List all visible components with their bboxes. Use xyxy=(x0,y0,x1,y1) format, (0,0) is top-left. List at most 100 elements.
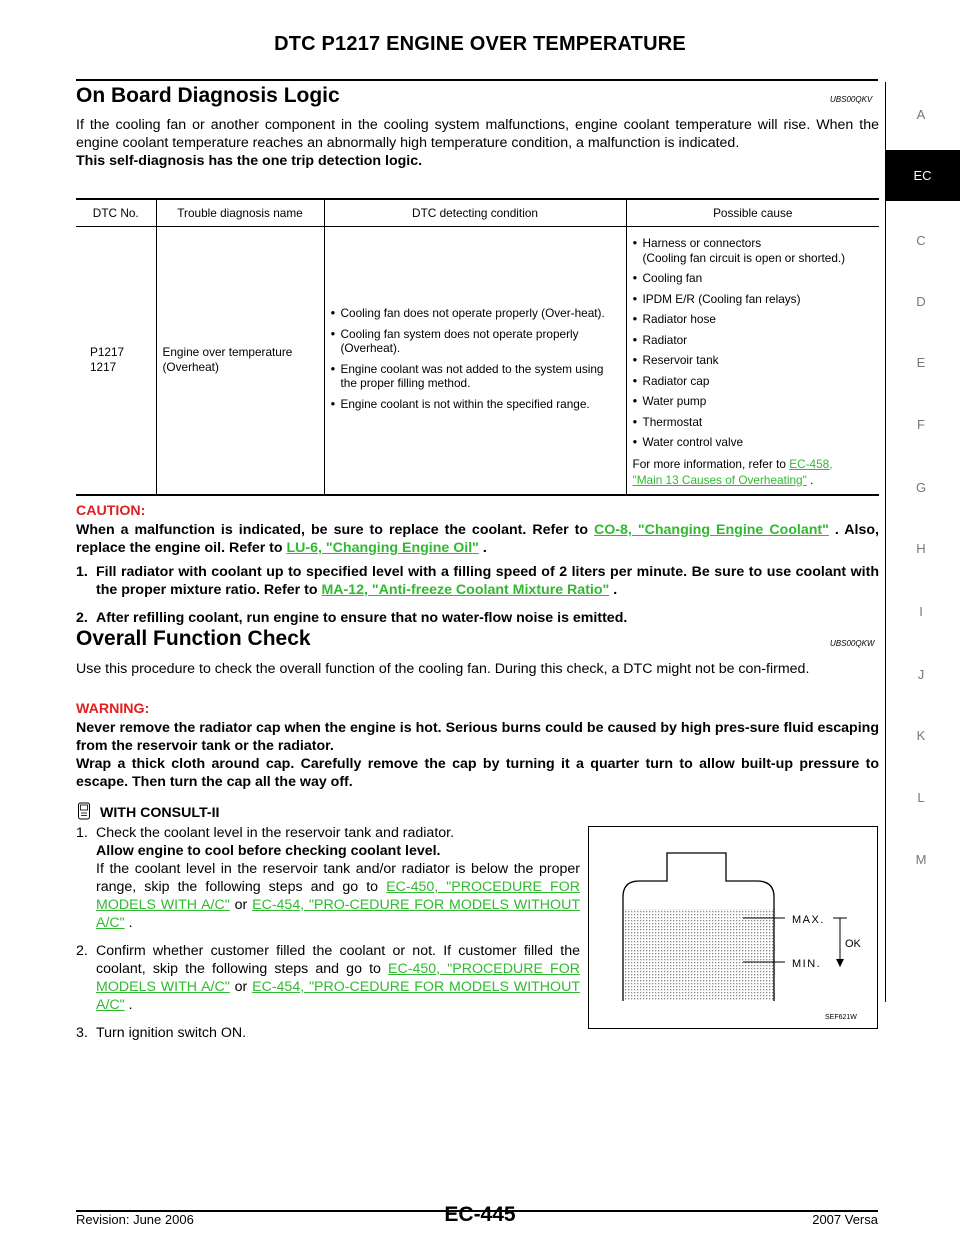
list-item: Water pump xyxy=(633,394,874,409)
list-item: Water control valve xyxy=(633,435,874,450)
possible-cause-cell: Harness or connectors(Cooling fan circui… xyxy=(625,226,879,496)
reservoir-figure: MAX. MIN. OK SEF621W xyxy=(588,826,878,1029)
list-item: 2. After refilling coolant, run engine t… xyxy=(76,609,879,627)
link-ec-450[interactable]: EC-450, "PROCEDURE FOR MODELS WITH A/C" xyxy=(96,879,580,913)
footer-model: 2007 Versa xyxy=(812,1212,878,1227)
step-number: 1. xyxy=(76,825,88,841)
diagnosis-name-cell: Engine over temperature (Overheat) xyxy=(155,226,324,496)
warning-sentence-1: Never remove the radiator cap when the e… xyxy=(76,720,879,754)
step-text: Check the coolant level in the reservoir… xyxy=(96,825,455,841)
side-tab-l[interactable]: L xyxy=(917,790,925,805)
section-heading-overall-function: Overall Function Check xyxy=(76,627,311,650)
consult-icon xyxy=(76,802,92,824)
link-ma-12[interactable]: MA-12, "Anti-freeze Coolant Mixture Rati… xyxy=(321,582,610,598)
step-text: Turn ignition switch ON. xyxy=(96,1025,247,1041)
list-item: Thermostat xyxy=(633,415,874,430)
dtc-code-short: 1217 xyxy=(90,360,117,375)
side-tab-f[interactable]: F xyxy=(917,417,925,432)
side-tab-i[interactable]: I xyxy=(919,604,923,619)
consult-label: WITH CONSULT-II xyxy=(99,804,220,821)
page-number: EC-445 xyxy=(444,1203,516,1226)
warning-sentence-2: Wrap a thick cloth around cap. Carefully… xyxy=(76,756,879,790)
reservoir-tank-diagram: MAX. MIN. OK SEF621W xyxy=(622,852,862,1021)
side-tab-m[interactable]: M xyxy=(915,852,927,867)
caution-sentence-1: When a malfunction is indicated, be sure… xyxy=(76,522,589,538)
more-info-period: . xyxy=(810,472,814,487)
footer-rule xyxy=(76,1210,878,1212)
link-lu-6[interactable]: LU-6, "Changing Engine Oil" xyxy=(286,540,479,556)
link-ec-450[interactable]: EC-450, "PROCEDURE FOR MODELS WITH A/C" xyxy=(96,961,580,995)
list-item: 1. Check the coolant level in the reserv… xyxy=(76,824,580,932)
list-item: IPDM E/R (Cooling fan relays) xyxy=(633,292,874,307)
list-item: Cooling fan does not operate properly (O… xyxy=(331,306,620,321)
col-header-dtc-no: DTC No. xyxy=(76,198,156,227)
link-ec-454[interactable]: EC-454, "PRO-CEDURE FOR MODELS WITHOUT A… xyxy=(96,897,581,931)
warning-text: Never remove the radiator cap when the e… xyxy=(76,719,879,791)
step-or: or xyxy=(234,979,248,995)
link-co-8[interactable]: CO-8, "Changing Engine Coolant" xyxy=(594,522,829,538)
table-header-row: DTC No. Trouble diagnosis name DTC detec… xyxy=(76,198,879,227)
step-number: 2. xyxy=(76,943,88,959)
side-divider xyxy=(885,82,886,1002)
list-item: 2. Confirm whether customer filled the c… xyxy=(76,942,580,1014)
caution-sentence-2: . Also, replace the engine oil. Refer to xyxy=(76,522,879,556)
step-text: Confirm whether customer filled the cool… xyxy=(96,943,580,977)
side-tab-g[interactable]: G xyxy=(915,480,927,495)
side-tab-d[interactable]: D xyxy=(916,294,926,309)
section-code: UBS00QKW xyxy=(830,639,875,648)
side-tab-j[interactable]: J xyxy=(917,667,925,682)
list-item: Radiator cap xyxy=(633,374,874,389)
list-item: Harness or connectors(Cooling fan circui… xyxy=(633,236,874,265)
side-tab-k[interactable]: K xyxy=(916,728,926,743)
step-bold-note: Allow engine to cool before checking coo… xyxy=(96,843,441,859)
link-ec-454[interactable]: EC-454, "PRO-CEDURE FOR MODELS WITHOUT A… xyxy=(96,979,581,1013)
step-number: 1. xyxy=(76,564,88,580)
detecting-condition-cell: Cooling fan does not operate properly (O… xyxy=(323,226,626,496)
step-period: . xyxy=(128,915,133,931)
list-item: Radiator hose xyxy=(633,312,874,327)
dtc-code: P1217 xyxy=(90,345,125,360)
side-tab-ec[interactable]: EC xyxy=(885,150,960,201)
side-tab-c[interactable]: C xyxy=(916,233,926,248)
overall-function-paragraph: Use this procedure to check the overall … xyxy=(76,661,810,677)
diagnosis-name: Engine over temperature xyxy=(162,345,293,360)
table-row: P1217 1217 Engine over temperature (Over… xyxy=(76,226,879,496)
list-item: Reservoir tank xyxy=(633,353,874,368)
cause-list: Harness or connectors(Cooling fan circui… xyxy=(633,236,874,450)
cause-subtext: (Cooling fan circuit is open or shorted.… xyxy=(642,250,846,265)
list-item: Cooling fan system does not operate prop… xyxy=(331,327,620,356)
procedure-steps: 1. Check the coolant level in the reserv… xyxy=(76,824,580,1052)
cause-text: Harness or connectors xyxy=(642,236,762,250)
step-text: Fill radiator with coolant up to specifi… xyxy=(96,564,879,598)
list-item: Radiator xyxy=(633,333,874,348)
dtc-no-cell: P1217 1217 xyxy=(76,226,156,496)
min-label: MIN. xyxy=(792,958,821,970)
step-number: 3. xyxy=(76,1025,88,1041)
diagnosis-name-sub: (Overheat) xyxy=(162,360,219,375)
diagnosis-logic-text: If the cooling fan or another component … xyxy=(76,117,879,151)
link-main-13-causes[interactable]: "Main 13 Causes of Overheating" xyxy=(632,472,807,487)
figure-code: SEF621W xyxy=(825,1014,857,1021)
side-tab-a[interactable]: A xyxy=(916,107,926,122)
side-tab-h[interactable]: H xyxy=(916,541,926,556)
section-code: UBS00QKV xyxy=(830,95,873,104)
caution-text: When a malfunction is indicated, be sure… xyxy=(76,521,879,557)
side-index: A EC C D E F G H I J K L M xyxy=(882,82,960,1002)
step-text: If the coolant level in the reservoir ta… xyxy=(96,861,580,895)
more-info: For more information, refer to EC-458, "… xyxy=(633,456,874,488)
caution-label: CAUTION: xyxy=(76,503,146,519)
caution-period: . xyxy=(482,540,487,556)
step-or: or xyxy=(234,897,248,913)
condition-list: Cooling fan does not operate properly (O… xyxy=(331,306,620,411)
side-tab-e[interactable]: E xyxy=(916,355,926,370)
list-item: 3. Turn ignition switch ON. xyxy=(76,1024,580,1042)
header-rule xyxy=(76,79,878,81)
one-trip-note: This self-diagnosis has the one trip det… xyxy=(76,153,423,169)
link-ec-458[interactable]: EC-458, xyxy=(789,456,833,471)
col-header-possible-cause: Possible cause xyxy=(625,198,879,227)
list-item: 1. Fill radiator with coolant up to spec… xyxy=(76,563,879,599)
step-text: After refilling coolant, run engine to e… xyxy=(96,610,628,626)
more-info-text: For more information, refer to xyxy=(632,456,786,471)
list-item: Engine coolant is not within the specifi… xyxy=(331,397,620,412)
diagnosis-logic-paragraph: If the cooling fan or another component … xyxy=(76,116,879,170)
